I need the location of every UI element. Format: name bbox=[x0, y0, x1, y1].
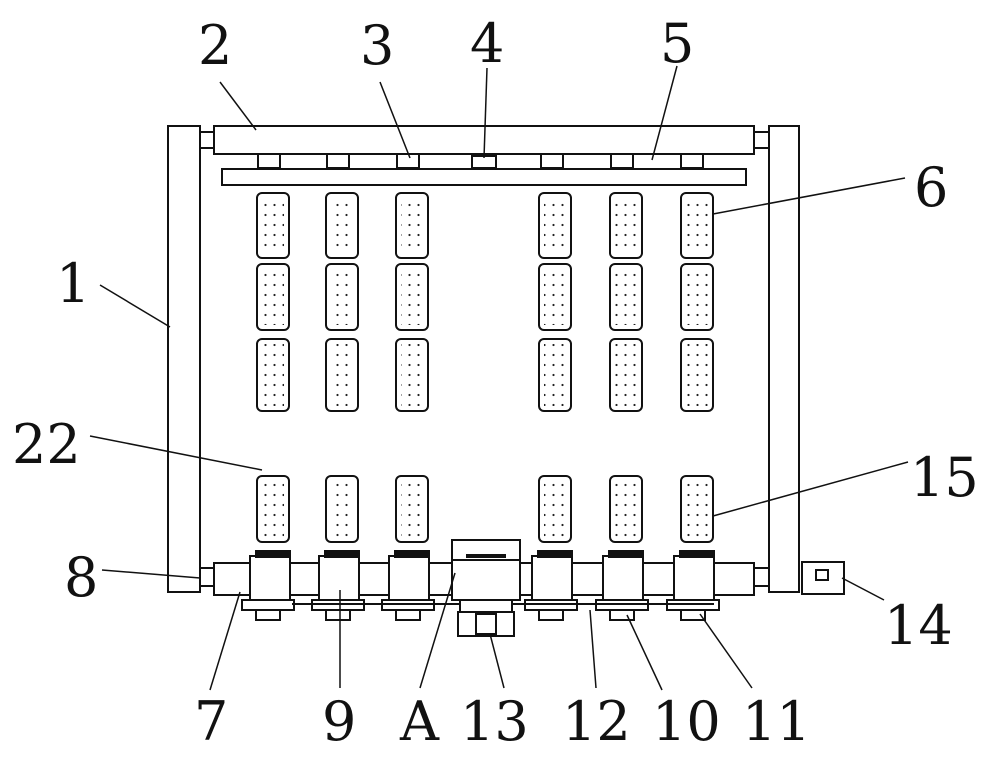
bearing-housings bbox=[249, 555, 715, 601]
right-frame-post bbox=[768, 125, 800, 593]
label-12: 12 bbox=[562, 690, 631, 753]
callout-labels: 2 3 4 5 6 1 22 15 8 14 7 9 A 13 12 10 11 bbox=[12, 12, 979, 753]
label-1: 1 bbox=[56, 252, 90, 315]
bottom-right-connector bbox=[753, 567, 770, 587]
upper-brush-rollers bbox=[256, 192, 714, 412]
label-6: 6 bbox=[914, 156, 948, 219]
roller-collars bbox=[255, 550, 715, 558]
label-A: A bbox=[399, 690, 440, 753]
label-14: 14 bbox=[884, 594, 953, 657]
label-22: 22 bbox=[12, 413, 81, 476]
label-9: 9 bbox=[322, 690, 356, 753]
left-frame-post bbox=[167, 125, 201, 593]
lower-brush-rollers bbox=[256, 475, 714, 543]
motor bbox=[457, 599, 515, 637]
label-8: 8 bbox=[64, 546, 98, 609]
label-10: 10 bbox=[652, 690, 721, 753]
label-15: 15 bbox=[910, 446, 979, 509]
label-7: 7 bbox=[194, 690, 228, 753]
label-13: 13 bbox=[460, 690, 529, 753]
label-11: 11 bbox=[742, 690, 811, 753]
control-box bbox=[801, 561, 845, 595]
leader-lines bbox=[89, 65, 909, 691]
roller-bristle-texture bbox=[262, 198, 708, 537]
top-rail-left-connector bbox=[199, 131, 215, 149]
top-rail-right-connector bbox=[753, 131, 770, 149]
drive-box bbox=[451, 539, 521, 601]
label-2: 2 bbox=[198, 14, 232, 77]
label-3: 3 bbox=[360, 14, 394, 77]
top-connector-blocks bbox=[257, 153, 704, 169]
label-4: 4 bbox=[470, 12, 504, 75]
label-5: 5 bbox=[660, 12, 694, 75]
bottom-left-connector bbox=[199, 567, 215, 587]
hanger-plate bbox=[221, 168, 747, 186]
